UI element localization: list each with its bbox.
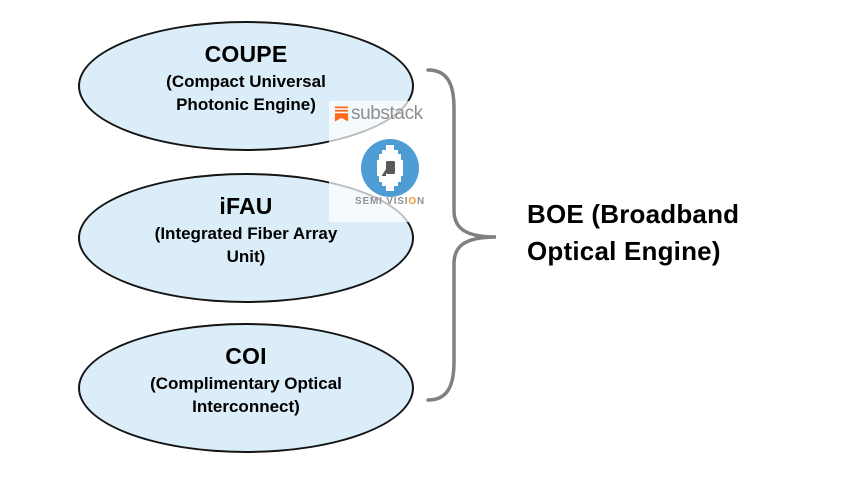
substack-watermark: substack [334,103,423,125]
node-coupe-subtitle-line1: (Compact Universal [166,72,326,91]
node-coupe-title: COUPE [204,41,288,67]
result-label-line1: BOE (Broadband [527,199,740,229]
substack-wordmark: substack [351,103,423,124]
semivision-wordmark-left: SEMI VISI [355,196,409,207]
semivision-wordmark: SEMI VISION [348,196,432,207]
node-ifau-subtitle-line2: Unit) [226,247,266,266]
substack-icon [334,106,349,122]
node-coi-subtitle-line2: Interconnect) [192,397,300,416]
node-coupe-subtitle-line2: Photonic Engine) [176,95,316,114]
result-label-line2: Optical Engine) [527,236,721,266]
node-coi-title: COI [225,343,267,369]
semivision-logo-icon [361,139,419,197]
node-ifau-subtitle-line1: (Integrated Fiber Array [154,224,338,243]
semivision-wordmark-right: N [416,196,425,207]
curly-brace [426,68,497,402]
node-coi-subtitle-line1: (Complimentary Optical [150,374,342,393]
semivision-wordmark-o: O [408,196,417,207]
node-ifau-title: iFAU [219,193,273,219]
